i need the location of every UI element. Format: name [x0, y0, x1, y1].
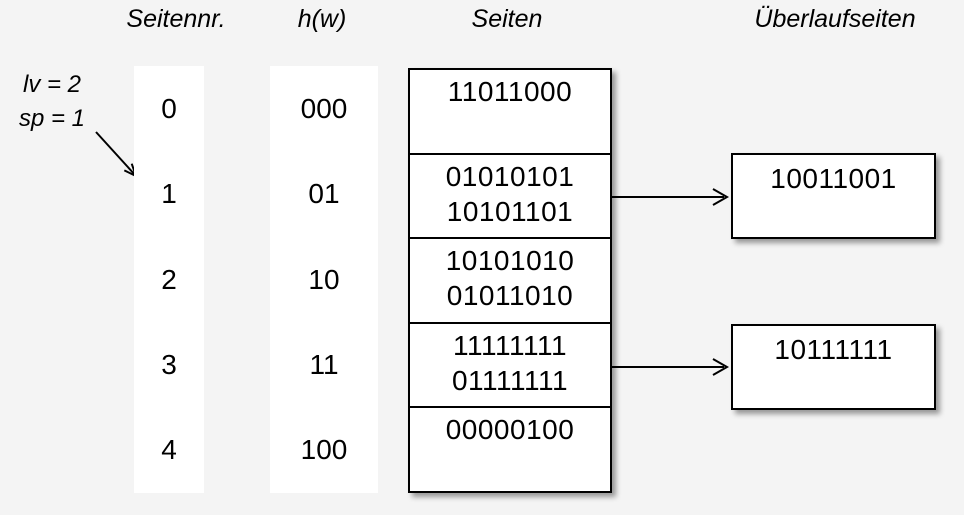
page-row-4: 00000100 — [410, 408, 610, 491]
header-seitennr: Seitennr. — [126, 5, 226, 33]
header-ueberlaufseiten: Überlaufseiten — [754, 5, 916, 33]
overflow-entry: 10111111 — [774, 334, 893, 365]
header-seiten: Seiten — [471, 5, 543, 33]
page-entry: 10101101 — [446, 195, 574, 227]
header-hw: h(w) — [297, 5, 347, 33]
overflow-page-box-2: 10111111 — [731, 324, 936, 410]
page-entry: 11011000 — [447, 76, 573, 107]
hash-value: 10 — [308, 263, 340, 295]
state-annotation: lv = 2 sp = 1 — [8, 68, 96, 136]
page-entry: 01010101 — [445, 160, 575, 192]
overflow-entry: 10011001 — [770, 163, 897, 194]
page-entry: 11111111 — [452, 329, 568, 361]
hash-value: 000 — [300, 92, 348, 124]
overflow-arrow-2-icon — [612, 358, 730, 376]
page-entry: 01111111 — [451, 364, 569, 396]
split-pointer-value: sp = 1 — [18, 105, 86, 132]
hash-value: 01 — [308, 178, 340, 210]
page-entry: 01011010 — [446, 280, 574, 312]
page-number: 0 — [161, 92, 177, 124]
page-number-column: 0 1 2 3 4 — [134, 66, 204, 493]
level-value: lv = 2 — [22, 71, 82, 98]
hash-value-column: 000 01 10 11 100 — [270, 66, 378, 493]
hash-value: 100 — [300, 434, 348, 466]
page-number: 4 — [161, 434, 177, 466]
page-row-3: 11111111 01111111 — [410, 324, 610, 409]
overflow-arrow-1-icon — [612, 188, 730, 206]
pages-table: 11011000 01010101 10101101 10101010 0101… — [408, 68, 612, 493]
page-entry: 10101010 — [445, 245, 575, 277]
page-row-1: 01010101 10101101 — [410, 155, 610, 240]
page-number: 2 — [161, 263, 177, 295]
overflow-page-box-1: 10011001 — [731, 153, 936, 239]
page-number: 3 — [161, 348, 177, 380]
hash-value: 11 — [309, 348, 339, 380]
page-row-0: 11011000 — [410, 70, 610, 155]
page-number: 1 — [161, 178, 177, 210]
page-row-2: 10101010 01011010 — [410, 239, 610, 324]
page-entry: 00000100 — [445, 414, 575, 446]
